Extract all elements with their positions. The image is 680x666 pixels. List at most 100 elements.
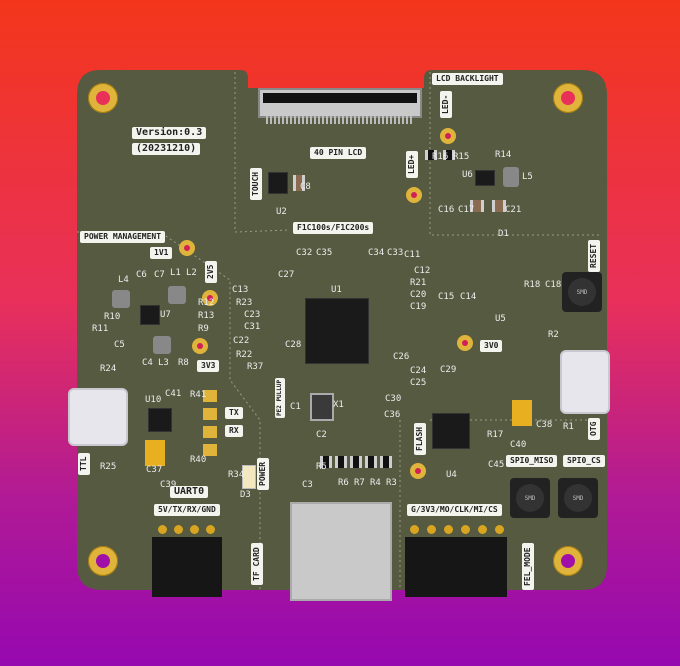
- led-plus-label: LED+: [406, 150, 418, 178]
- spi0-cs-button[interactable]: SMD: [558, 478, 598, 518]
- refdes-c3: C3: [302, 480, 313, 490]
- refdes-r2: R2: [548, 330, 559, 340]
- resistor: [365, 456, 377, 468]
- refdes-c12: C12: [414, 266, 431, 276]
- usb-c-otg-port[interactable]: [560, 350, 610, 414]
- refdes-u6: U6: [462, 170, 473, 180]
- refdes-r22: R22: [236, 350, 253, 360]
- pe2-pullup-label: PE2 PULLUP: [275, 377, 285, 418]
- refdes-r15: R15: [453, 152, 470, 162]
- refdes-c32: C32: [296, 248, 313, 258]
- refdes-r5: R5: [316, 462, 327, 472]
- lcd-connector-pins: [266, 116, 414, 124]
- tantalum-cap-c40: [512, 400, 532, 426]
- refdes-c25: C25: [410, 378, 427, 388]
- refdes-r4: R4: [370, 478, 381, 488]
- jumper-pads[interactable]: [203, 390, 217, 458]
- refdes-c14: C14: [460, 292, 477, 302]
- refdes-r40: R40: [190, 455, 207, 465]
- refdes-c20: C20: [410, 290, 427, 300]
- inductor-l4: [112, 290, 130, 308]
- soc-chip-u1: [305, 298, 369, 364]
- mounting-hole-tl: [88, 83, 118, 113]
- refdes-c41: C41: [165, 389, 182, 399]
- 3v0-label: 3V0: [480, 340, 503, 352]
- refdes-c27: C27: [278, 270, 295, 280]
- refdes-r14: R14: [495, 150, 512, 160]
- soc-label: F1C100s/F1C200s: [293, 222, 374, 234]
- inductor-l3: [153, 336, 171, 354]
- regulator-u7: [140, 305, 160, 325]
- refdes-c38: C38: [536, 420, 553, 430]
- refdes-l5: L5: [522, 172, 533, 182]
- refdes-r9: R9: [198, 324, 209, 334]
- refdes-c8: C8: [300, 182, 311, 192]
- refdes-c37: C37: [146, 465, 163, 475]
- refdes-c16: C16: [438, 205, 455, 215]
- refdes-r11: R11: [92, 324, 109, 334]
- led-minus-label: LED-: [440, 90, 452, 118]
- refdes-r6: R6: [338, 478, 349, 488]
- test-point-led-plus: [406, 187, 422, 203]
- tantalum-cap-c39: [145, 440, 165, 466]
- reset-button[interactable]: SMD: [562, 272, 602, 312]
- refdes-u2: U2: [276, 207, 287, 217]
- capacitor: [492, 200, 506, 212]
- refdes-d1: D1: [498, 229, 509, 239]
- refdes-c19: C19: [410, 302, 427, 312]
- refdes-r16: R16: [432, 152, 449, 162]
- power-management-label: POWER MANAGEMENT: [80, 231, 166, 243]
- spi-header[interactable]: [405, 525, 507, 597]
- refdes-c23: C23: [244, 310, 261, 320]
- ttl-label: TTL: [78, 452, 90, 475]
- refdes-r3: R3: [386, 478, 397, 488]
- refdes-c13: C13: [232, 285, 249, 295]
- lcd-40pin-label: 40 PIN LCD: [310, 147, 367, 159]
- refdes-c15: C15: [438, 292, 455, 302]
- refdes-r23: R23: [236, 298, 253, 308]
- refdes-c33: C33: [387, 248, 404, 258]
- capacitor: [470, 200, 484, 212]
- refdes-r41: R41: [190, 390, 207, 400]
- refdes-c11: C11: [404, 250, 421, 260]
- spi0-cs-label: SPI0_CS: [563, 455, 605, 467]
- refdes-c35: C35: [316, 248, 333, 258]
- refdes-u5: U5: [495, 314, 506, 324]
- refdes-r18: R18: [524, 280, 541, 290]
- refdes-r21: R21: [410, 278, 427, 288]
- rx-label: RX: [225, 425, 243, 437]
- uart-pins-label: 5V/TX/RX/GND: [154, 504, 220, 516]
- usb-c-ttl-port[interactable]: [68, 388, 128, 446]
- resistor: [350, 456, 362, 468]
- resistor: [443, 150, 455, 160]
- refdes-r13: R13: [198, 311, 215, 321]
- lcd-backlight-label: LCD BACKLIGHT: [432, 73, 503, 85]
- test-point-3v3: [192, 338, 208, 354]
- tf-card-slot[interactable]: [290, 502, 392, 601]
- power-led-d3: [242, 465, 256, 489]
- test-point-fel: [410, 463, 426, 479]
- 3v3-label: 3V3: [197, 360, 220, 372]
- refdes-c6: C6: [136, 270, 147, 280]
- refdes-u10: U10: [145, 395, 162, 405]
- lcd-fpc-connector[interactable]: [258, 88, 422, 118]
- version-label: Version:0.3: [132, 127, 207, 139]
- refdes-u7: U7: [160, 310, 171, 320]
- refdes-c22: C22: [233, 336, 250, 346]
- refdes-r12: R12: [198, 298, 215, 308]
- spi0-miso-button[interactable]: SMD: [510, 478, 550, 518]
- power-led-label: POWER: [257, 457, 269, 490]
- refdes-c26: C26: [393, 352, 410, 362]
- refdes-c31: C31: [244, 322, 261, 332]
- refdes-c45: C45: [488, 460, 505, 470]
- inductor-l2: [168, 286, 186, 304]
- fel-mode-label: FEL_MODE: [522, 543, 534, 590]
- resistor: [425, 150, 437, 160]
- uart-chip-u10: [148, 408, 172, 432]
- mounting-hole-br: [553, 546, 583, 576]
- uart-header[interactable]: [152, 525, 222, 597]
- tx-label: TX: [225, 407, 243, 419]
- flash-chip-u4: [432, 413, 470, 449]
- refdes-r7: R7: [354, 478, 365, 488]
- refdes-r34: R34: [228, 470, 245, 480]
